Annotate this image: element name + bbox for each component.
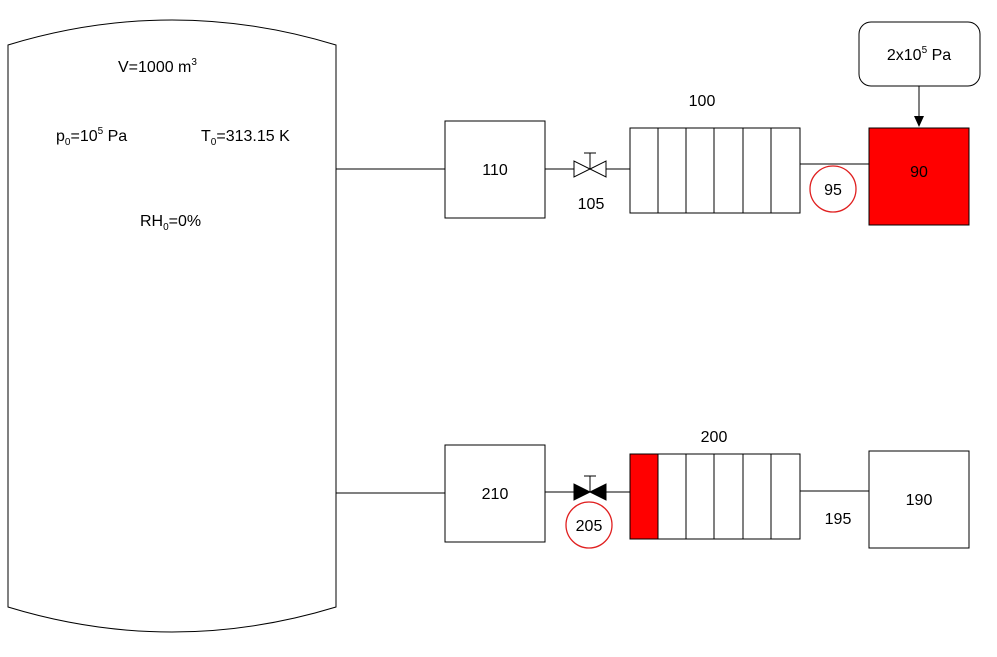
- box-190: [868, 450, 970, 549]
- source-90-label: 90: [910, 164, 928, 181]
- marker-95-label: 95: [824, 182, 842, 199]
- marker-95: [809, 165, 857, 213]
- marker-205-label: 205: [576, 518, 603, 535]
- module-100-cells: [657, 128, 772, 213]
- box-210-label: 210: [482, 486, 509, 503]
- valve-105-icon: [573, 152, 607, 178]
- box-190-label: 190: [906, 492, 933, 509]
- tank-pressure-label: p0=105 Pa: [56, 126, 127, 148]
- box-210: [444, 444, 546, 543]
- valve-105-label: 105: [578, 196, 605, 213]
- marker-205: [565, 501, 613, 549]
- source-90: [868, 127, 970, 226]
- module-200-label: 200: [701, 429, 728, 446]
- box-110: [444, 120, 546, 219]
- tank-temperature-label: T0=313.15 K: [201, 128, 290, 148]
- pressure-callout-label: 2x105 Pa: [887, 45, 951, 64]
- valve-205-icon: [573, 475, 607, 501]
- storage-tank: [7, 19, 337, 633]
- tank-humidity-label: RH0=0%: [140, 213, 201, 233]
- module-100: [629, 127, 801, 214]
- module-200-cells: [685, 454, 772, 539]
- module-100-label: 100: [689, 93, 716, 110]
- box-110-label: 110: [482, 162, 508, 179]
- pipe-195-label: 195: [825, 511, 852, 528]
- tank-volume-label: V=1000 m3: [118, 57, 197, 76]
- pressure-arrow-head: [914, 116, 924, 127]
- tank-volume-exponent: 3: [191, 57, 197, 68]
- module-200-highlighted-cell: [629, 453, 659, 540]
